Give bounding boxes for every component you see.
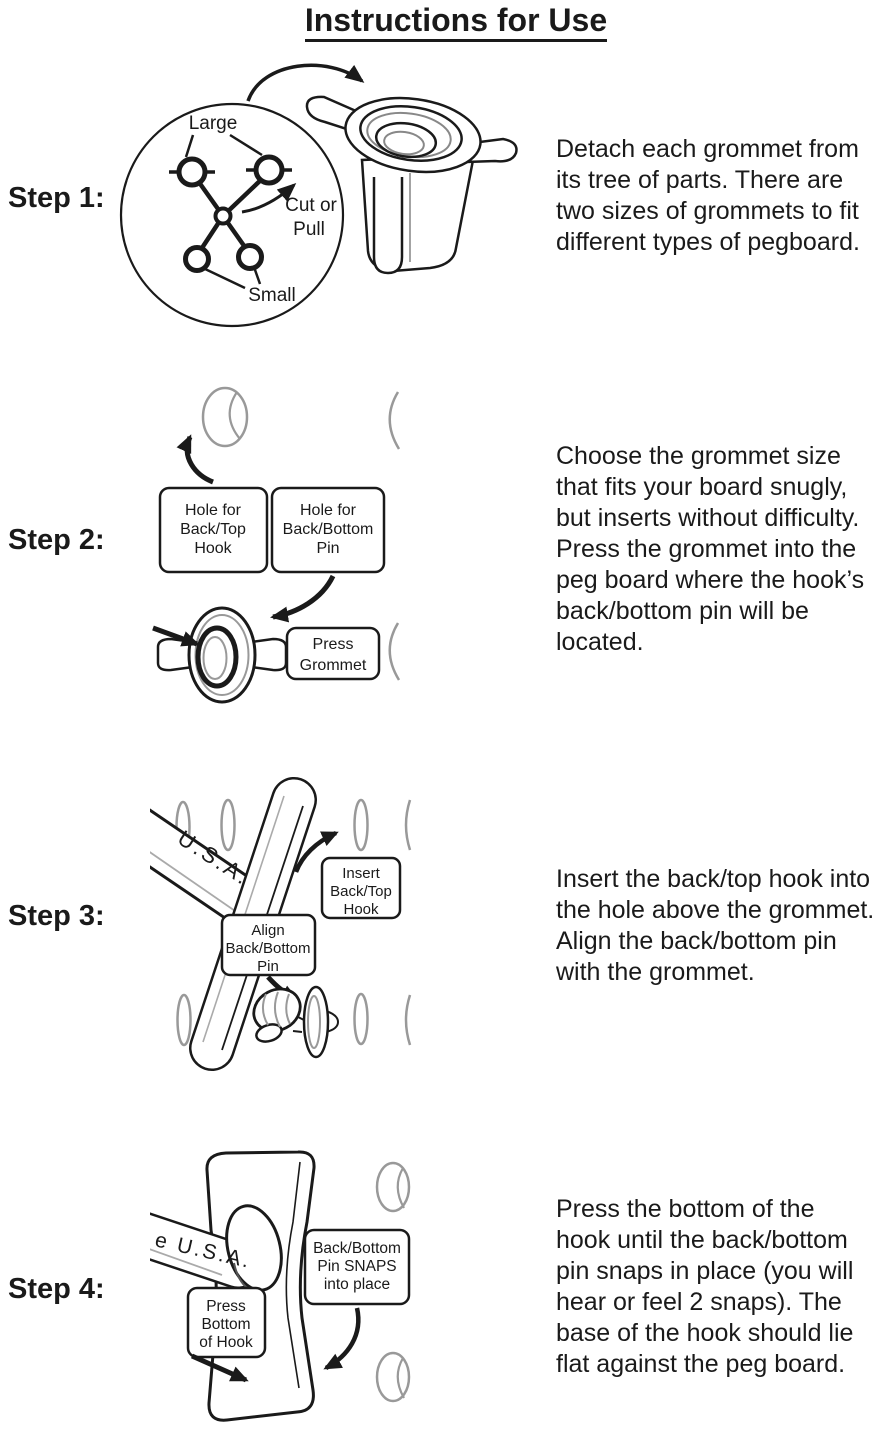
press-bottom-box (186, 1286, 267, 1359)
pegboard-hole (353, 798, 369, 852)
detach-arrow (246, 63, 365, 102)
step3-figure: U.S.A. Insert Back/Top Hook Align Back/B… (150, 777, 412, 1071)
snap-arrow (323, 1307, 361, 1370)
small-label: Small (248, 285, 296, 306)
hole-for-back-bottom-pin-box (270, 486, 386, 574)
svg-text:Pin SNAPS: Pin SNAPS (317, 1258, 396, 1275)
pegboard-hole (220, 798, 236, 852)
hook-bend (225, 1204, 283, 1292)
hole-arrow (176, 434, 215, 485)
svg-text:into place: into place (324, 1276, 390, 1293)
svg-text:Back/Bottom: Back/Bottom (313, 1240, 401, 1257)
step2-figure: Hole for Back/Top Hook Hole for Back/Bot… (152, 386, 401, 704)
step1-text: Detach each grommet from its tree of par… (556, 135, 860, 256)
svg-text:Align: Align (251, 922, 284, 939)
insert-arrow (152, 625, 200, 647)
align-back-bottom-pin-box (220, 913, 317, 977)
svg-text:of Hook: of Hook (199, 1334, 253, 1351)
step4-label: Step 4: (8, 1273, 105, 1305)
insert-hook-arrow (293, 830, 339, 873)
step4-figure: e U.S.A. Back/Bottom Pin SNAPS into plac… (150, 1150, 411, 1422)
svg-text:Back/Bottom: Back/Bottom (283, 521, 374, 538)
large-label: Large (189, 113, 238, 134)
svg-text:Hole for: Hole for (185, 502, 242, 519)
grommet-right-wing (465, 137, 518, 164)
grommet-slot (372, 177, 404, 275)
small-grommet-ring (236, 243, 264, 271)
large-grommet-ring (176, 156, 208, 188)
svg-text:Back/Top: Back/Top (330, 883, 392, 900)
press-arrow (190, 1353, 249, 1383)
step1-figure: Large Small Cut or Pull (119, 63, 518, 328)
pegboard-hole-partial (388, 391, 401, 450)
step3-label: Step 3: (8, 900, 105, 932)
grommet-left-wing (156, 637, 195, 672)
cut-arrow (241, 183, 297, 214)
svg-text:Hole for: Hole for (300, 502, 357, 519)
press-grommet-box (285, 626, 381, 681)
svg-text:Grommet: Grommet (300, 657, 367, 674)
pegboard-hole (176, 993, 192, 1047)
svg-text:Back/Bottom: Back/Bottom (225, 940, 310, 957)
step4-text: Press the bottom of the hook until the b… (556, 1195, 854, 1378)
svg-text:Insert: Insert (342, 865, 380, 882)
step1-label: Step 1: (8, 182, 105, 214)
pegboard-hole-partial (388, 622, 401, 681)
svg-text:Hook: Hook (343, 901, 379, 918)
insert-back-top-hook-box (320, 856, 402, 920)
pegboard-hole (375, 1351, 411, 1403)
tree-center-ring (213, 206, 233, 226)
svg-text:Press: Press (313, 636, 354, 653)
hole-for-back-top-hook-box (158, 486, 269, 574)
pegboard-hole (353, 992, 369, 1046)
svg-text:Bottom: Bottom (201, 1316, 250, 1333)
pegboard-hole (201, 386, 249, 448)
page-title: Instructions for Use (0, 2, 884, 42)
svg-text:Hook: Hook (194, 540, 232, 557)
step2-label: Step 2: (8, 524, 105, 556)
grommet-left-wing (305, 95, 360, 135)
svg-text:Pin: Pin (316, 540, 339, 557)
cut-or-label: Cut or (285, 195, 337, 216)
pegboard-hole (375, 1161, 411, 1213)
step3-text: Insert the back/top hook into the hole a… (556, 865, 875, 986)
large-grommet-ring (253, 154, 285, 186)
step2-text: Choose the grommet size that fits your b… (556, 442, 865, 656)
small-grommet-ring (183, 245, 211, 273)
pull-label: Pull (293, 219, 325, 240)
svg-text:Press: Press (206, 1298, 246, 1315)
pin-snaps-box (303, 1228, 411, 1306)
press-arrow (270, 574, 336, 623)
svg-text:Back/Top: Back/Top (180, 521, 246, 538)
svg-text:Pin: Pin (257, 958, 279, 975)
